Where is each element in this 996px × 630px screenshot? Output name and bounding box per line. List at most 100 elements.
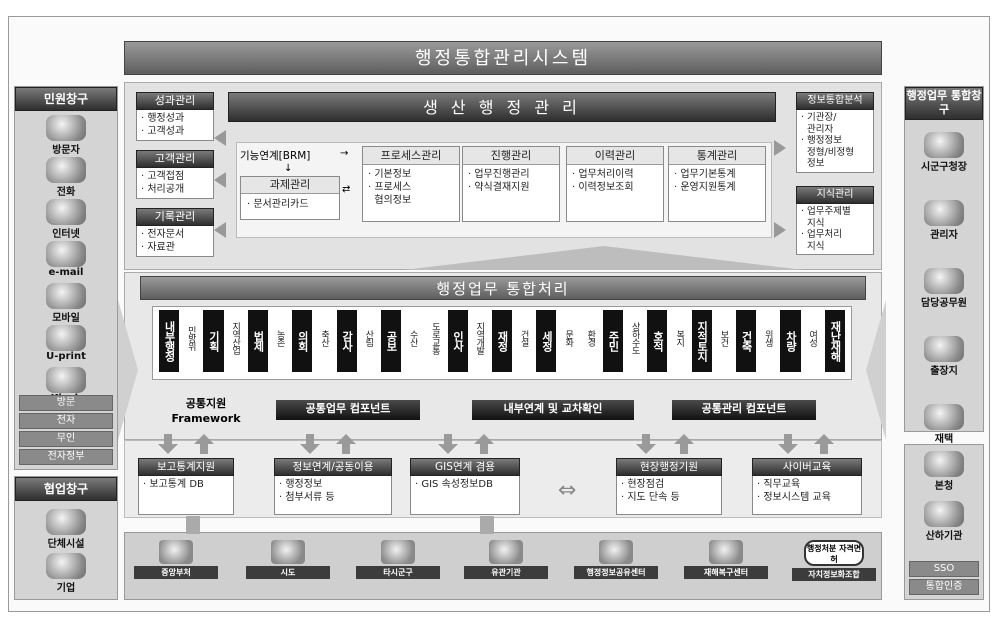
domain-19[interactable]: 환경	[580, 310, 601, 366]
right-box-item: · 기관장/	[801, 112, 837, 123]
left-box: 성과관리· 행정성과· 고객성과	[136, 92, 214, 141]
framework-line1: 공통지원	[185, 397, 227, 410]
brm-arrow: →	[340, 148, 349, 159]
left-box-body: · 고객접점· 처리공개	[136, 168, 214, 199]
module-title: 진행관리	[463, 147, 559, 165]
lower-box: 정보연계/공동이용· 행정정보· 첨부서류 등	[274, 458, 392, 515]
left-channel-button[interactable]: 방문	[19, 395, 113, 411]
right-lower-item[interactable]: 본청	[905, 451, 983, 501]
domain-12[interactable]: 도로교통	[425, 310, 446, 366]
domain-26[interactable]: 건축	[736, 310, 757, 372]
bottom-institution[interactable]: 시도	[246, 538, 330, 594]
bottom-institution[interactable]: 행정정보공유센터	[574, 538, 658, 594]
left-item[interactable]: 인터넷	[15, 199, 117, 241]
domain-0[interactable]: 내부행정	[159, 310, 180, 372]
right-item[interactable]: 시군구청장	[905, 132, 983, 192]
mobile-icon	[46, 283, 86, 309]
right-auth-button[interactable]: 통합인증	[909, 579, 979, 595]
connector-arrow	[774, 222, 796, 238]
domain-21[interactable]: 상하수도	[625, 310, 646, 366]
left-item[interactable]: U-print	[15, 325, 117, 367]
domain-24[interactable]: 지적토지	[691, 310, 712, 372]
right-item[interactable]: 재택	[905, 404, 983, 464]
collab-item[interactable]: 기업	[15, 553, 117, 597]
license-stamp-icon: 행정처분 자격면허	[804, 540, 864, 566]
domain-28[interactable]: 차량	[780, 310, 801, 372]
lower-box-item: · 현장점검	[621, 479, 665, 490]
domain-4[interactable]: 법제	[247, 310, 268, 372]
right-lower-item[interactable]: 산하기관	[905, 501, 983, 551]
arrow-head	[194, 434, 214, 444]
left-channel-button[interactable]: 전자	[19, 413, 113, 429]
left-item[interactable]: 방문자	[15, 115, 117, 157]
lower-box-item: · 첨부서류 등	[279, 492, 335, 503]
right-box-item: · 업무처리	[801, 229, 842, 240]
task-link-arrow: ⇄	[342, 184, 351, 195]
module-item: · 운영지원통계	[674, 182, 736, 193]
left-channel-button[interactable]: 무인	[19, 431, 113, 447]
lower-box: 보고통계지원· 보고통계 DB	[138, 458, 234, 515]
bottom-institution[interactable]: 중앙부처	[134, 538, 218, 594]
domain-15[interactable]: 재정	[491, 310, 513, 372]
field-icon	[924, 336, 964, 362]
bottom-institution[interactable]: 타시군구	[356, 538, 440, 594]
vertical-arrow	[778, 434, 798, 456]
right-item[interactable]: 출장지	[905, 336, 983, 396]
domain-27[interactable]: 위생	[758, 310, 779, 366]
bottom-institution-label: 중앙부처	[134, 566, 218, 579]
domain-1[interactable]: 민방위	[181, 310, 202, 366]
domain-23[interactable]: 복지	[669, 310, 690, 366]
domain-3[interactable]: 지역산업	[225, 310, 246, 366]
right-auth-button[interactable]: SSO	[909, 561, 979, 577]
phone-icon	[46, 157, 86, 183]
left-channel-button[interactable]: 전자정부	[19, 449, 113, 465]
bottom-connector	[186, 516, 200, 534]
left-box-title: 고객관리	[136, 150, 214, 168]
domain-30[interactable]: 재난재해	[824, 310, 845, 372]
domain-14[interactable]: 지역개발	[469, 310, 490, 366]
domain-2[interactable]: 기획	[203, 310, 224, 372]
right-box: 정보통합분석· 기관장/ 관리자· 행정정보 정형/비정형 정보	[796, 92, 874, 176]
right-item[interactable]: 담당공무원	[905, 268, 983, 328]
bottom-institution[interactable]: 유관기관	[464, 538, 548, 594]
building-icon	[46, 509, 86, 535]
left-item[interactable]: e-mail	[15, 241, 117, 283]
bottom-institution[interactable]: 재해복구센터	[684, 538, 768, 594]
house-icon	[924, 404, 964, 430]
domain-17[interactable]: 세정	[536, 310, 557, 372]
domain-10[interactable]: 공보	[380, 310, 402, 372]
domain-8[interactable]: 감사	[336, 310, 357, 372]
domain-5[interactable]: 농촌	[270, 310, 291, 366]
right-box-item: 지식	[801, 217, 825, 229]
city-hall-icon	[924, 132, 964, 158]
related-agency-icon	[489, 540, 523, 564]
domain-11[interactable]: 수산	[403, 310, 424, 366]
module-box: 진행관리· 업무진행관리· 약식결재지원	[462, 146, 560, 222]
lower-box-title: 정보연계/공동이용	[274, 458, 392, 476]
collab-item[interactable]: 단체시설	[15, 509, 117, 553]
lower-box-body: · 행정정보· 첨부서류 등	[274, 476, 392, 515]
domain-6[interactable]: 의회	[292, 310, 313, 372]
domain-7[interactable]: 축산	[314, 310, 335, 366]
domain-9[interactable]: 산림	[358, 310, 379, 366]
right-item-label: 출장지	[930, 366, 958, 377]
domain-20[interactable]: 주민	[602, 310, 624, 372]
lower-box-title: 사이버교육	[752, 458, 862, 476]
lower-box-body: · 현장점검· 지도 단속 등	[616, 476, 722, 515]
lower-box-item: · 직무교육	[757, 479, 801, 490]
domain-25[interactable]: 보건	[713, 310, 734, 366]
left-item-label: 방문자	[52, 145, 80, 156]
domain-18[interactable]: 문화	[558, 310, 579, 366]
left-item[interactable]: 모바일	[15, 283, 117, 325]
left-item[interactable]: 전화	[15, 157, 117, 199]
domain-16[interactable]: 건설	[514, 310, 535, 366]
right-box-title: 정보통합분석	[796, 92, 874, 110]
domain-29[interactable]: 여성	[802, 310, 823, 366]
domain-22[interactable]: 호적	[647, 310, 668, 372]
vertical-arrow	[158, 434, 178, 456]
right-item[interactable]: 관리자	[905, 200, 983, 260]
recovery-center-icon	[709, 540, 743, 564]
domain-13[interactable]: 인사	[447, 310, 468, 372]
